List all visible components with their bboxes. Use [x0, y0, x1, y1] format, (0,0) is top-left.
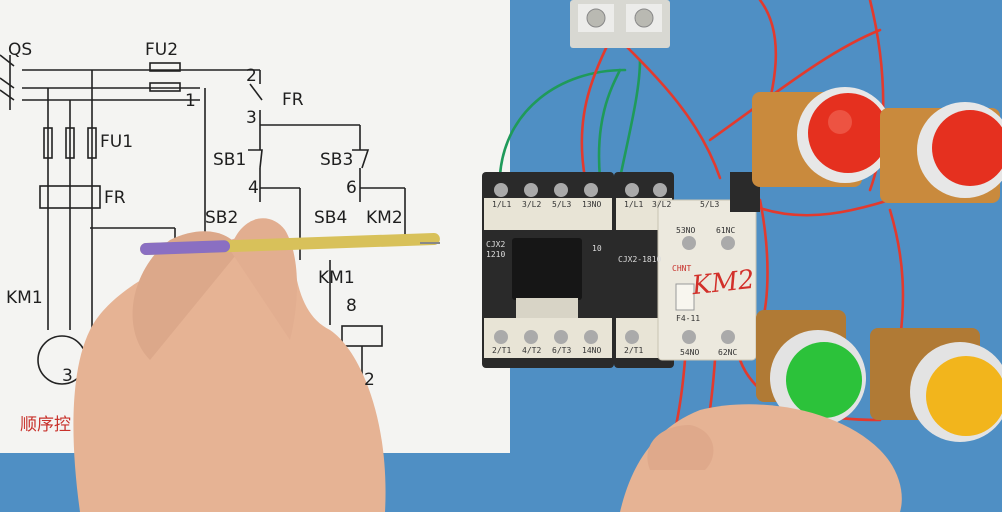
- label-motor-3: 3: [62, 366, 73, 386]
- lc-model: 1210: [486, 250, 506, 259]
- right-hand: [620, 404, 902, 512]
- push-button-red-2: [880, 102, 1002, 203]
- rc-top-3: 5/L3: [700, 200, 720, 209]
- lc-bottom-4: 14NO: [582, 346, 602, 355]
- lc-top-3: 5/L3: [552, 200, 572, 209]
- left-hand: [73, 218, 386, 512]
- lc-top-1: 1/L1: [492, 200, 512, 209]
- aux-top-2: 61NC: [716, 226, 736, 235]
- lc-brand: CJX2: [486, 240, 506, 249]
- aux-bottom-2: 62NC: [718, 348, 738, 357]
- rc-top-2: 3/L2: [652, 200, 672, 209]
- label-node-4: 4: [248, 178, 259, 198]
- lc-bottom-3: 6/T3: [552, 346, 572, 355]
- push-button-red-1: [752, 87, 893, 187]
- label-sb4: SB4: [314, 208, 348, 228]
- aux-model: F4-11: [676, 314, 701, 323]
- label-km1-main: KM1: [6, 288, 43, 308]
- aux-bottom-1: 54NO: [680, 348, 700, 357]
- label-node-6: 6: [346, 178, 357, 198]
- rc-bottom-1: 2/T1: [624, 346, 644, 355]
- rc-model: CJX2-1810: [618, 255, 662, 264]
- push-button-yellow: [870, 328, 1002, 442]
- top-terminal-block: [570, 0, 670, 48]
- label-fr-ctrl: FR: [282, 90, 304, 110]
- label-node-2b: 2: [364, 370, 375, 390]
- label-fu1: FU1: [100, 132, 134, 152]
- label-node-3: 3: [246, 108, 257, 128]
- lc-top-2: 3/L2: [522, 200, 542, 209]
- label-sb1: SB1: [213, 150, 247, 170]
- label-sb2: SB2: [205, 208, 239, 228]
- lc-top-4: 13NO: [582, 200, 602, 209]
- schematic-lines: [0, 54, 406, 420]
- aux-brand: CHNT: [672, 264, 692, 273]
- lc-bottom-1: 2/T1: [492, 346, 512, 355]
- label-km2: KM2: [366, 208, 403, 228]
- diagram-caption: 顺序控: [20, 415, 71, 435]
- rc-top-1: 1/L1: [624, 200, 644, 209]
- voltage-tester: [140, 232, 440, 256]
- label-km1-ctrl: KM1: [318, 268, 355, 288]
- aux-top-1: 53NO: [676, 226, 696, 235]
- aux-block-body: [657, 172, 760, 361]
- lc-rating: 10: [592, 244, 602, 253]
- label-qs: QS: [8, 40, 33, 60]
- label-sb3: SB3: [320, 150, 354, 170]
- label-fr-main: FR: [104, 188, 126, 208]
- label-node-1: 1: [185, 91, 196, 111]
- push-button-green: [756, 310, 866, 426]
- contactor-left-body: [482, 172, 614, 368]
- label-fu2: FU2: [145, 40, 179, 60]
- label-node-2: 2: [246, 66, 257, 86]
- lc-bottom-2: 4/T2: [522, 346, 542, 355]
- label-node-8: 8: [346, 296, 357, 316]
